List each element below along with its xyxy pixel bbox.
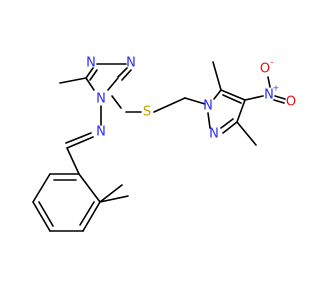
bond-nitro-o-right bbox=[274, 95, 286, 100]
molecule-diagram: N N N S N N N + O - O N bbox=[32, 56, 296, 232]
bond-triazole-n2-c3-double bbox=[121, 69, 132, 81]
bond-benzene-4-double bbox=[38, 201, 54, 227]
bond-benzene-ortho-methyl bbox=[99, 184, 123, 203]
atom-n-nitro-charge: + bbox=[273, 84, 280, 93]
atom-n-pyrazole-2: N bbox=[209, 127, 219, 142]
bond-triazole-n2-c3 bbox=[117, 67, 128, 78]
molecule-structure: N N N S N N N + O - O N bbox=[32, 56, 296, 232]
bond-triazole-methyl bbox=[59, 77, 87, 84]
bond-nitro-o-right-double bbox=[273, 99, 285, 104]
bond-triazole-c3-n4b bbox=[111, 95, 122, 109]
bond-triazole-c5-n1 bbox=[85, 67, 94, 79]
atom-labels: N N N S N N N + O - O N bbox=[86, 56, 296, 142]
bond-pyrazole-c3-methyl bbox=[236, 121, 257, 146]
atom-o-nitro-top: O bbox=[260, 62, 270, 77]
bond-n-imine-ch bbox=[66, 136, 94, 149]
bond-benzene-5 bbox=[32, 173, 51, 203]
bond-triazole-c3-n4 bbox=[107, 77, 119, 91]
atom-n-triazole-top-left: N bbox=[86, 56, 96, 71]
bond-pyrazole-c3-n2 bbox=[222, 121, 238, 134]
bond-triazole-n4-c5 bbox=[85, 77, 95, 91]
bond-pyrazole-n2-n1 bbox=[207, 112, 211, 129]
atom-n-imine: N bbox=[96, 125, 106, 140]
atom-n-pyrazole-1: N bbox=[203, 99, 213, 114]
bond-pyrazole-n1-c5 bbox=[213, 89, 222, 100]
bond-benzene-2-double bbox=[79, 201, 95, 226]
bond-pyrazole-c5-c4 bbox=[220, 89, 246, 101]
bond-benzene-2 bbox=[82, 201, 101, 232]
bond-ch-benzene bbox=[66, 147, 80, 175]
bond-n-imine-ch-double bbox=[65, 132, 92, 144]
bond-pyrazole-c4-c3 bbox=[236, 99, 246, 123]
bond-pyrazole-c5-c4-double bbox=[222, 94, 242, 104]
bond-s-ch2 bbox=[153, 97, 186, 113]
bond-triazole-c5-n1-double bbox=[89, 69, 98, 81]
atom-o-nitro-right: O bbox=[286, 95, 296, 110]
atom-n-triazole-4: N bbox=[96, 92, 106, 107]
bonds bbox=[32, 61, 286, 232]
atom-n-nitro: N bbox=[264, 88, 274, 103]
bond-ch2-pyrazole-n1 bbox=[184, 97, 206, 105]
bond-c4-nitro bbox=[244, 95, 264, 101]
bond-benzene-4 bbox=[32, 201, 51, 232]
bond-benzene-1 bbox=[78, 173, 101, 203]
atom-n-triazole-top-right: N bbox=[126, 56, 136, 71]
bond-pyrazole-c5-methyl bbox=[212, 61, 222, 91]
atom-o-nitro-top-charge: - bbox=[271, 58, 274, 67]
atom-s-thioether: S bbox=[143, 105, 151, 120]
bond-nitro-o-top bbox=[267, 76, 271, 88]
bond-pyrazole-c3-n2-double bbox=[220, 118, 234, 129]
bond-benzene-methyl bbox=[99, 195, 129, 203]
